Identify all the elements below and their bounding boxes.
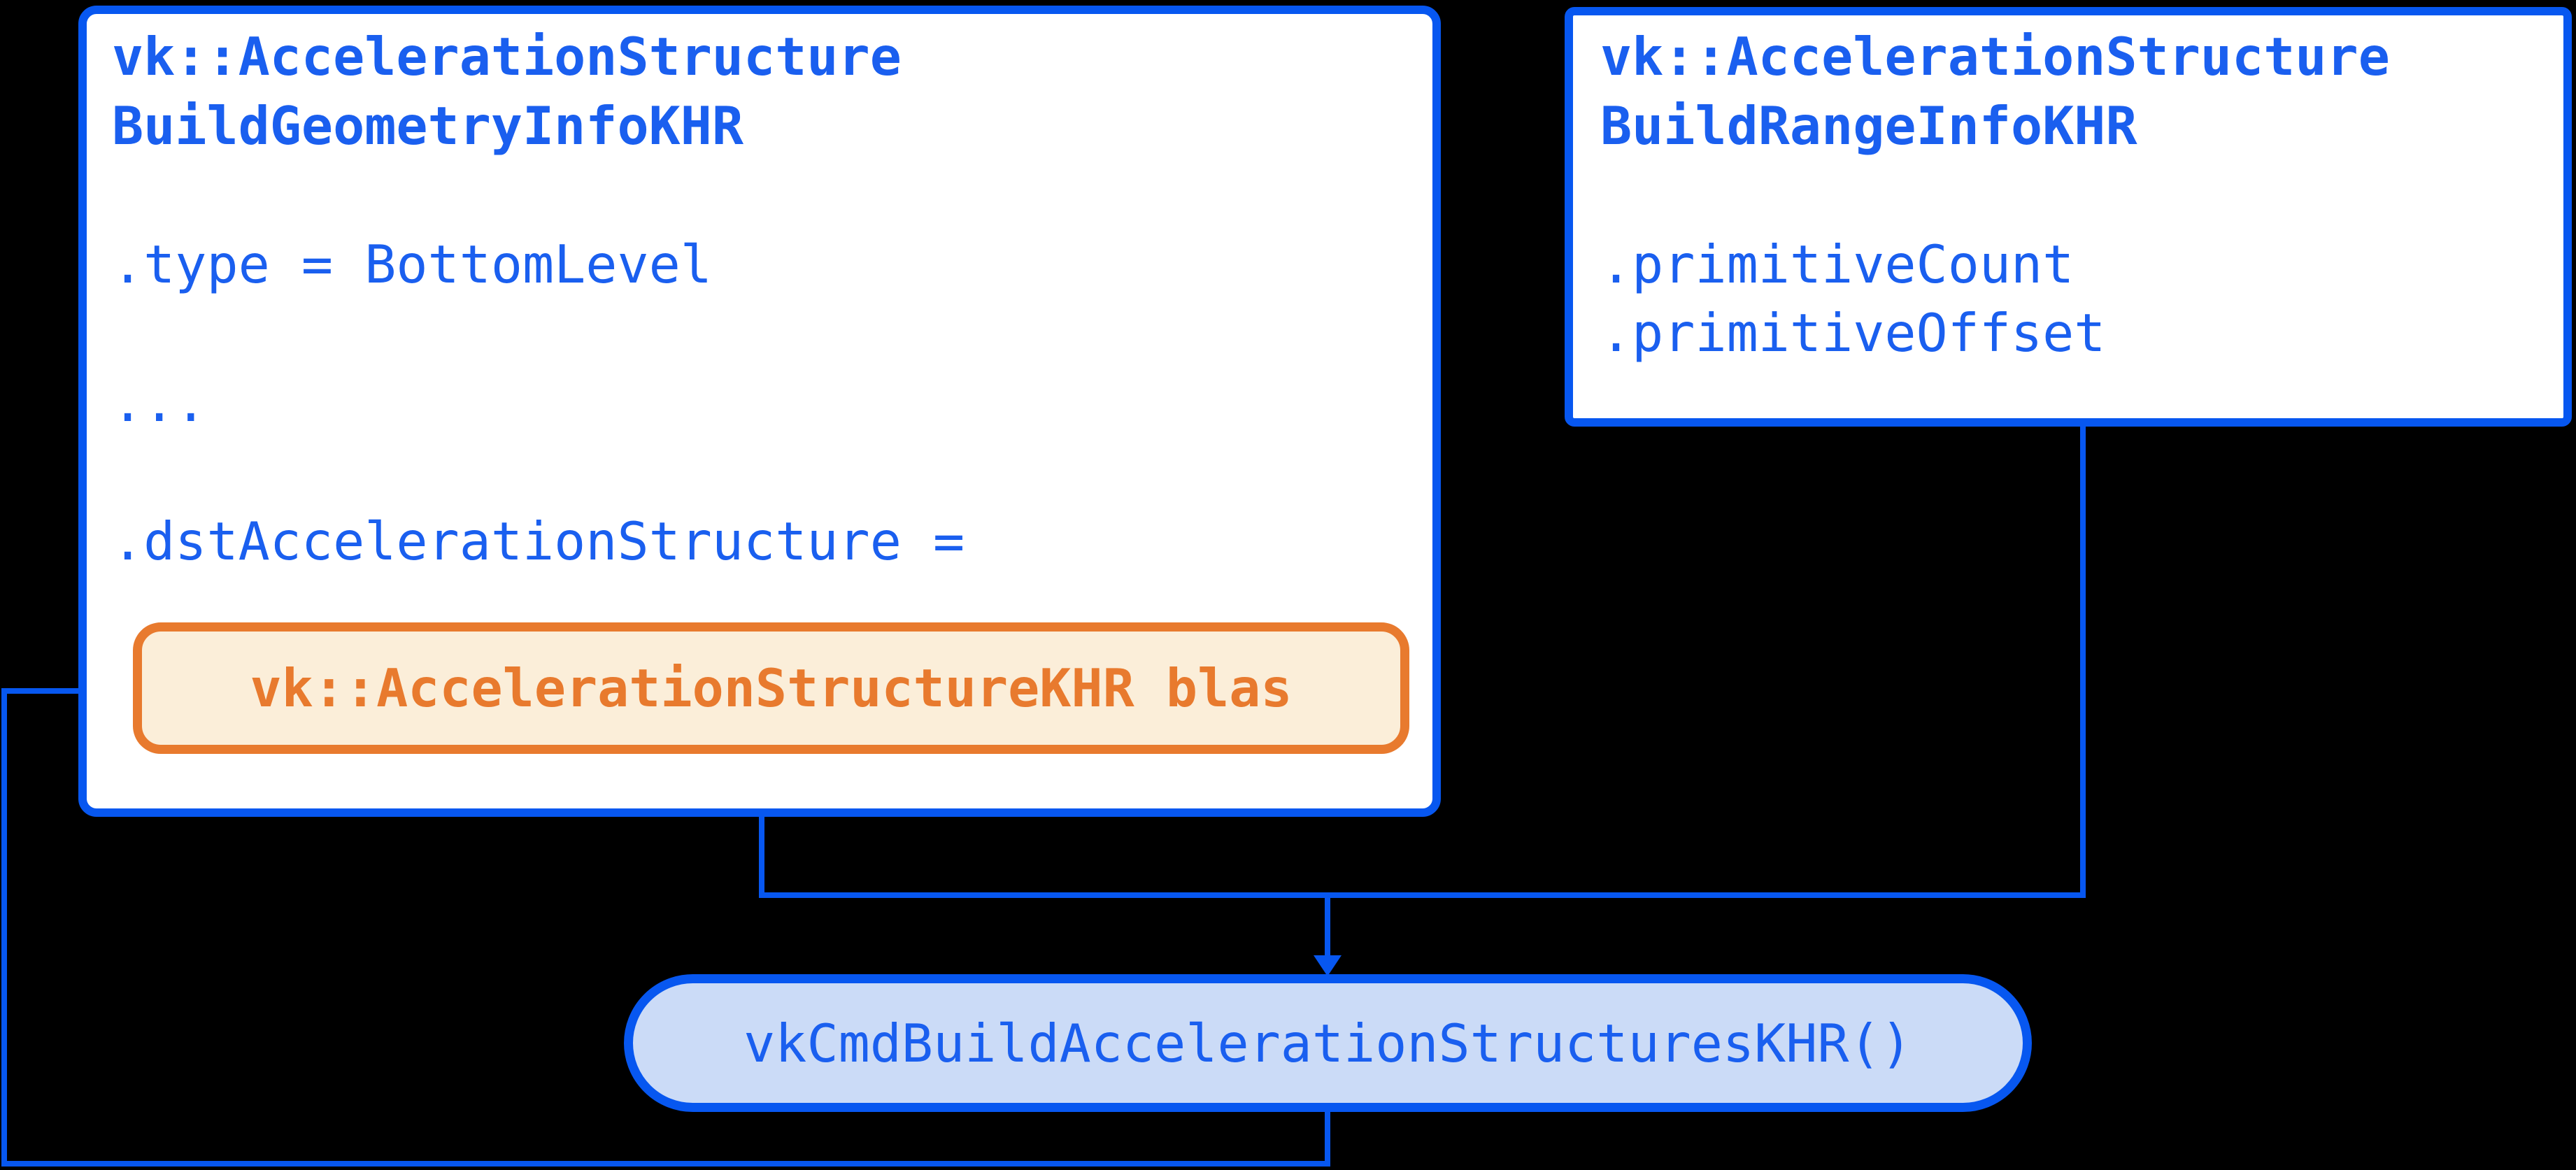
geometry-box-title-line1: vk::AccelerationStructure <box>112 26 902 87</box>
range-box-title-line2: BuildRangeInfoKHR <box>1600 95 2137 157</box>
connector-junction-horizontal <box>759 892 2086 898</box>
range-box-field-primitive-offset: .primitiveOffset <box>1600 302 2106 364</box>
geometry-box-field-type: .type = BottomLevel <box>112 234 712 295</box>
arrowhead-down-icon <box>1314 955 1342 976</box>
build-command-node: vkCmdBuildAccelerationStructuresKHR() <box>624 974 2032 1112</box>
connector-range-to-junction <box>2080 424 2086 898</box>
connector-output-bottom <box>1 1161 1330 1167</box>
connector-geometry-to-junction <box>759 815 764 898</box>
range-box-field-primitive-count: .primitiveCount <box>1600 234 2075 295</box>
connector-output-to-blas <box>1 688 112 694</box>
blas-node: vk::AccelerationStructureKHR blas <box>133 622 1409 754</box>
geometry-box-title-line2: BuildGeometryInfoKHR <box>112 95 744 157</box>
geometry-box-ellipsis: ... <box>112 372 207 434</box>
build-range-info-box <box>1565 7 2572 427</box>
geometry-box-field-dst: .dstAccelerationStructure = <box>112 511 965 572</box>
connector-output-left <box>1 688 7 1167</box>
connector-build-output-down <box>1325 1109 1330 1165</box>
range-box-title-line1: vk::AccelerationStructure <box>1600 26 2390 87</box>
build-command-label: vkCmdBuildAccelerationStructuresKHR() <box>743 1012 1912 1074</box>
blas-node-label: vk::AccelerationStructureKHR blas <box>250 657 1293 719</box>
connector-junction-to-build <box>1325 895 1330 958</box>
